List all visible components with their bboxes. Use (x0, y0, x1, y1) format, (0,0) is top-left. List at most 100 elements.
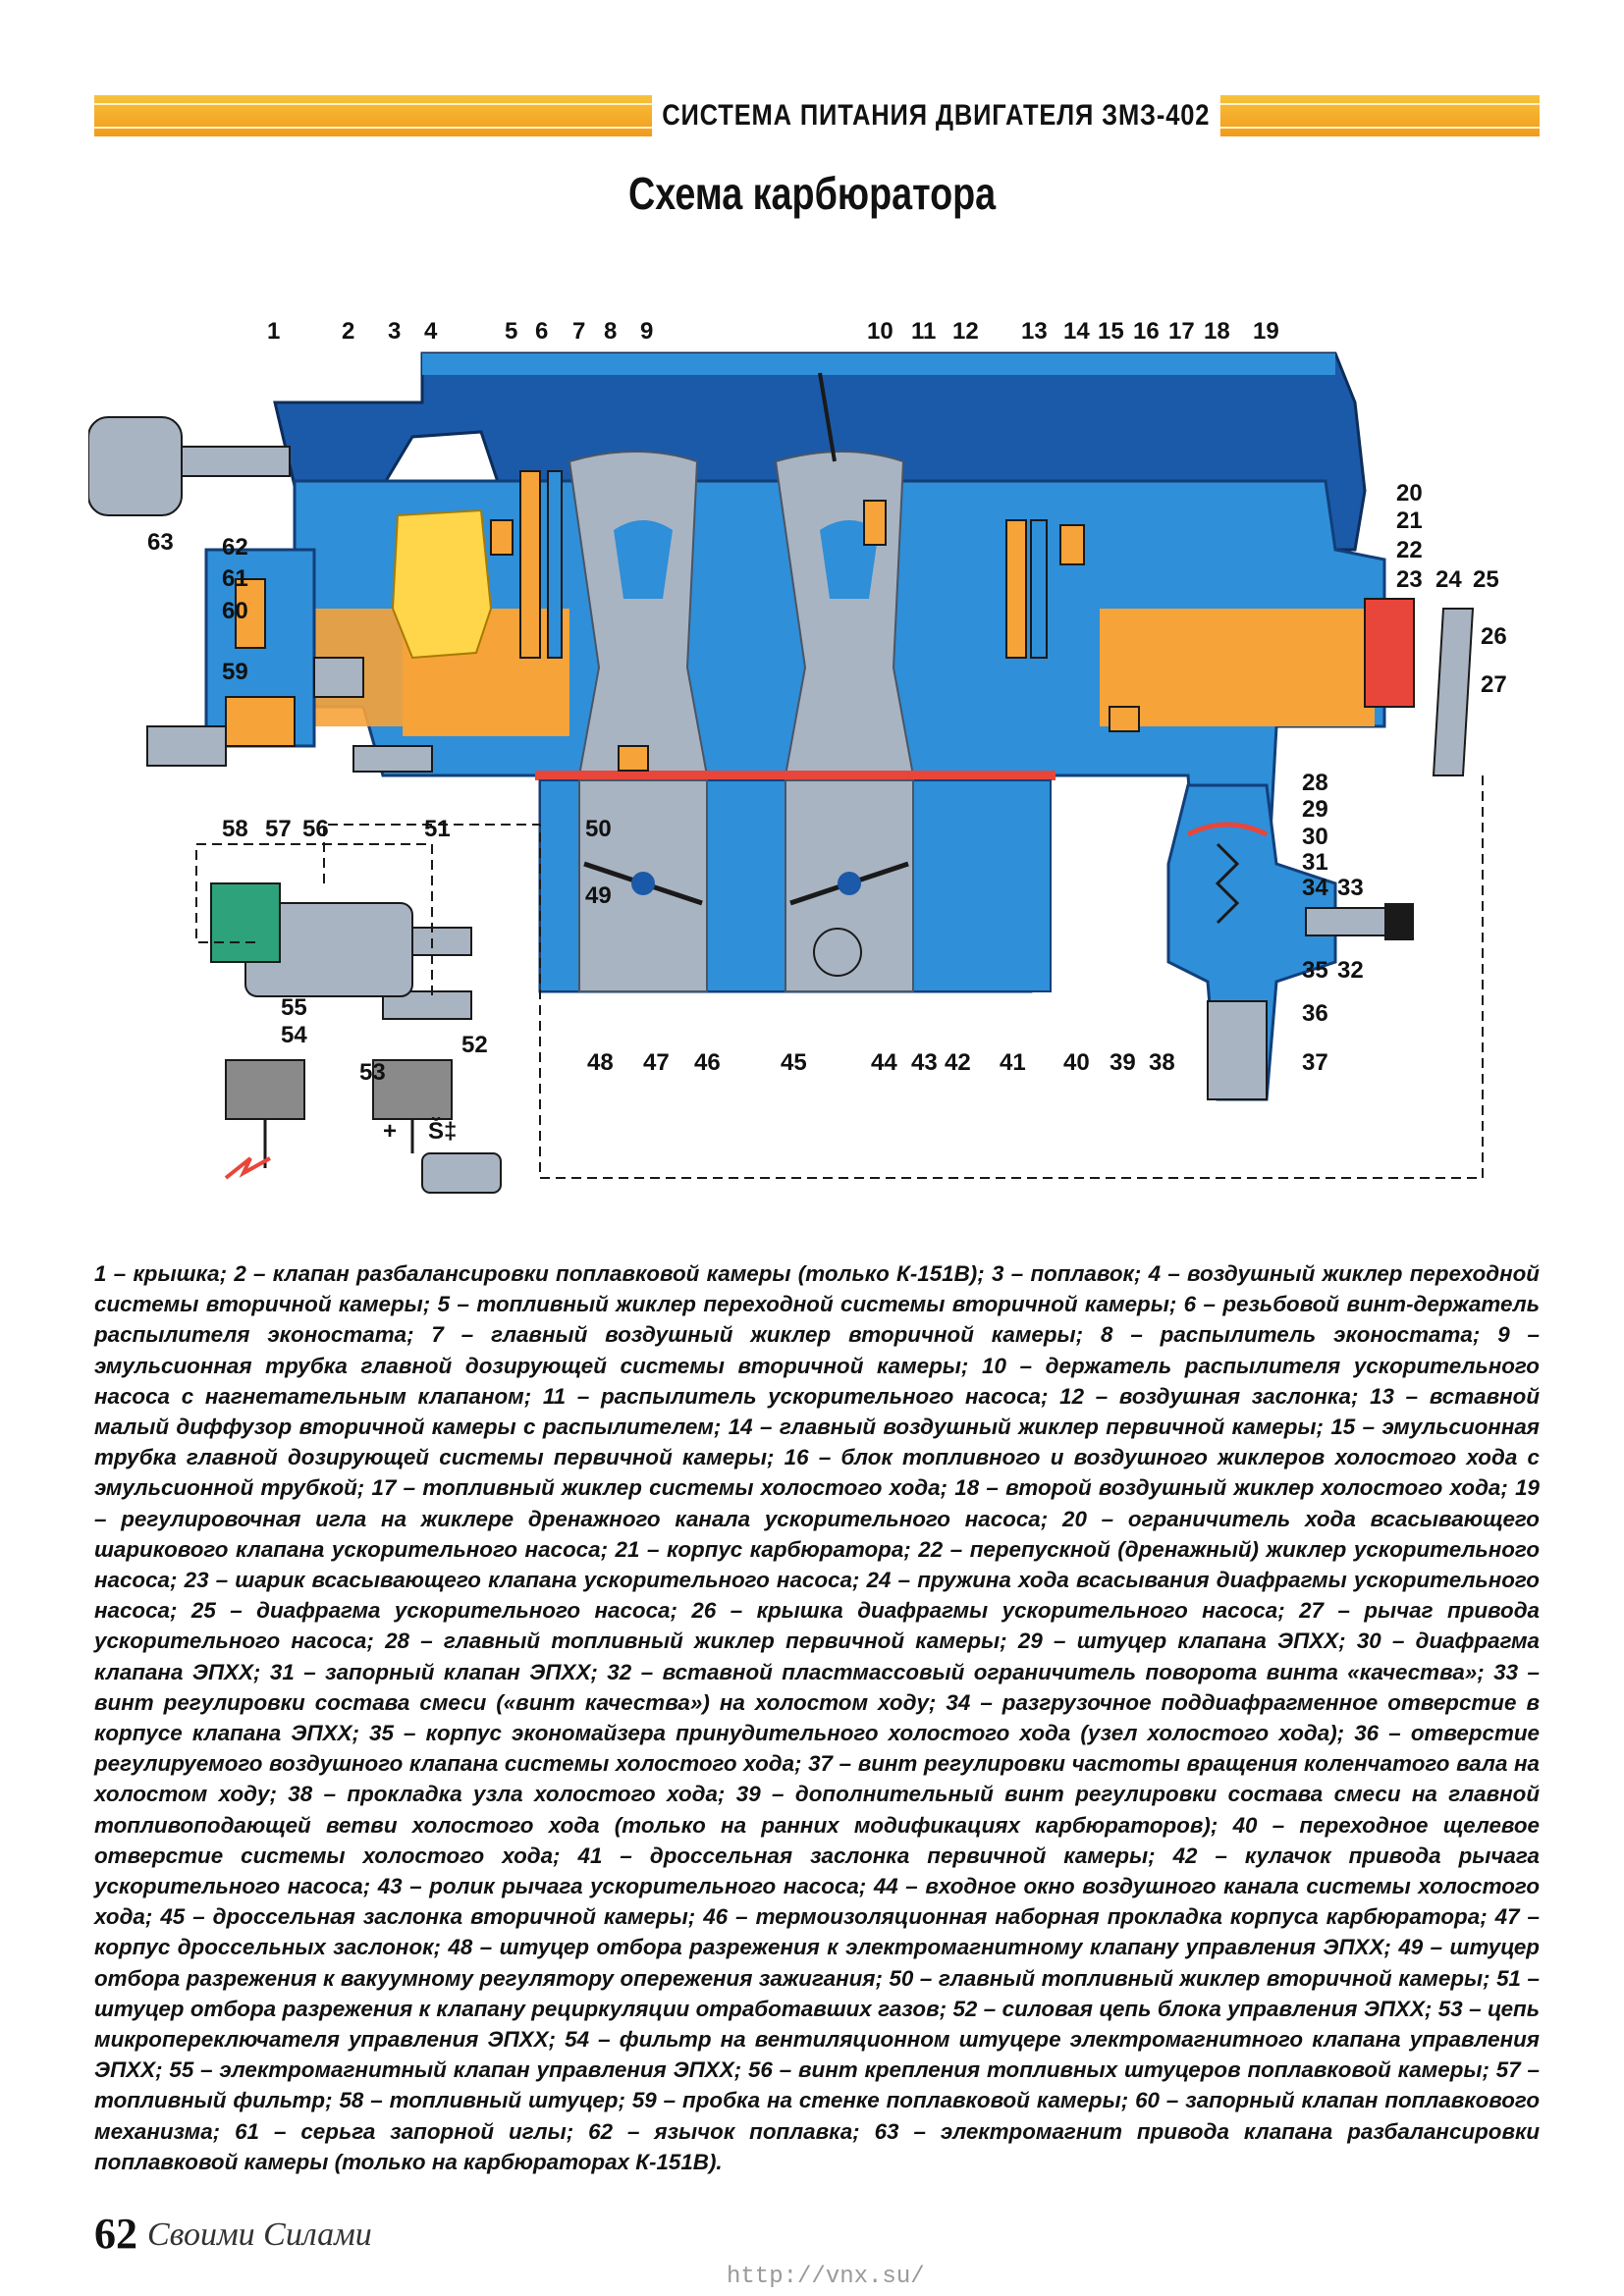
callout-12: 12 (952, 318, 979, 345)
ephh-diaphragm (1186, 822, 1269, 837)
callout-27: 27 (1481, 671, 1507, 698)
callout-56: 56 (302, 816, 329, 842)
callout-54: 54 (281, 1022, 307, 1048)
callout-23: 23 (1396, 566, 1423, 593)
callout-17: 17 (1168, 318, 1195, 345)
vacuum-line-2 (195, 843, 433, 1001)
chamber-plug (313, 657, 364, 698)
callout-19: 19 (1253, 318, 1279, 345)
page-title: Схема карбюратора (627, 168, 997, 219)
callout-22: 22 (1396, 537, 1423, 563)
callout-48: 48 (587, 1049, 614, 1076)
callout-14: 14 (1063, 318, 1090, 345)
section-header-bar: СИСТЕМА ПИТАНИЯ ДВИГАТЕЛЯ ЗМЗ-402 (94, 93, 1540, 138)
wire-mark-plus: + (383, 1118, 397, 1145)
callout-13: 13 (1021, 318, 1048, 345)
callout-46: 46 (694, 1049, 721, 1076)
callout-38: 38 (1149, 1049, 1175, 1076)
callout-4: 4 (424, 318, 438, 345)
callout-36: 36 (1302, 1000, 1328, 1027)
callout-40: 40 (1063, 1049, 1090, 1076)
emulsion-tube-secondary (519, 470, 541, 659)
gasket (535, 771, 1056, 780)
callout-3: 3 (388, 318, 401, 345)
air-damper (818, 372, 837, 462)
callout-2: 2 (342, 318, 354, 345)
callout-37: 37 (1302, 1049, 1328, 1076)
unbalance-solenoid (88, 416, 183, 516)
callout-49: 49 (585, 882, 612, 909)
accelerator-pump-lever (1432, 608, 1475, 776)
emulsion-tube-primary (1005, 519, 1027, 659)
fuel-fitting (146, 725, 227, 767)
idle-speed-screw (1207, 1000, 1268, 1100)
callout-26: 26 (1481, 623, 1507, 650)
control-block-53 (225, 1059, 305, 1120)
callout-7: 7 (572, 318, 585, 345)
solenoid-thread (181, 446, 291, 477)
callout-21: 21 (1396, 507, 1423, 534)
fuel-level-right (1100, 609, 1375, 726)
callout-61: 61 (222, 565, 248, 592)
callout-25: 25 (1473, 566, 1499, 593)
microswitch (421, 1152, 502, 1194)
callout-6: 6 (535, 318, 548, 345)
callout-31: 31 (1302, 849, 1328, 876)
callout-1: 1 (267, 318, 280, 345)
callout-layer: 1 2 3 4 5 6 7 8 9 10 11 12 13 14 15 16 1… (147, 318, 1507, 1145)
callout-57: 57 (265, 816, 292, 842)
callout-63: 63 (147, 529, 174, 556)
section-title: СИСТЕМА ПИТАНИЯ ДВИГАТЕЛЯ ЗМЗ-402 (652, 93, 1220, 138)
quality-screw-limiter (1384, 903, 1414, 940)
wire-mark-switch: Š‡ (428, 1117, 457, 1145)
callout-33: 33 (1337, 875, 1364, 901)
page-number: 62 (94, 2210, 137, 2258)
callout-9: 9 (640, 318, 653, 345)
callout-8: 8 (604, 318, 617, 345)
source-url: http://vnx.su/ (727, 2264, 925, 2290)
callout-24: 24 (1435, 566, 1462, 593)
idle-jet-block (1030, 519, 1048, 659)
callout-50: 50 (585, 816, 612, 842)
parts-legend: 1 – крышка; 2 – клапан разбалансировки п… (94, 1261, 1540, 2174)
callout-53: 53 (359, 1059, 386, 1086)
jet-50 (618, 745, 649, 772)
callout-28: 28 (1302, 770, 1328, 796)
callout-55: 55 (281, 994, 307, 1021)
callout-45: 45 (781, 1049, 807, 1076)
cover-top-rim (422, 353, 1335, 375)
fuel-filter (225, 696, 296, 747)
econostat-tube (547, 470, 563, 659)
publisher-logo: Своими Силами (147, 2216, 372, 2253)
callout-35: 35 (1302, 957, 1328, 984)
callout-42: 42 (945, 1049, 971, 1076)
callout-47: 47 (643, 1049, 670, 1076)
throttle-axis-primary (838, 872, 861, 895)
ephh-valve-spring (1215, 842, 1240, 925)
accelerator-cam (813, 928, 862, 977)
idle-unit-body (1166, 783, 1337, 1101)
callout-11: 11 (911, 318, 936, 345)
callout-10: 10 (867, 318, 893, 345)
control-block-52 (372, 1059, 453, 1120)
callout-39: 39 (1110, 1049, 1136, 1076)
callout-34: 34 (1302, 875, 1328, 901)
callout-44: 44 (871, 1049, 897, 1076)
float (391, 508, 493, 660)
callout-15: 15 (1098, 318, 1124, 345)
accelerator-pump-cover (1364, 598, 1415, 708)
callout-41: 41 (1000, 1049, 1026, 1076)
callout-20: 20 (1396, 480, 1423, 507)
callout-62: 62 (222, 534, 248, 561)
callout-43: 43 (911, 1049, 938, 1076)
callout-5: 5 (505, 318, 517, 345)
vacuum-line (323, 775, 1484, 1179)
carburetor-diagram: 1 2 3 4 5 6 7 8 9 10 11 12 13 14 15 16 1… (88, 318, 1507, 1194)
callout-29: 29 (1302, 796, 1328, 823)
quality-screw (1305, 907, 1395, 936)
jet-10 (863, 500, 887, 546)
jet-5 (490, 519, 514, 556)
callout-60: 60 (222, 598, 248, 624)
callout-32: 32 (1337, 957, 1364, 984)
fitting-51 (352, 745, 433, 773)
